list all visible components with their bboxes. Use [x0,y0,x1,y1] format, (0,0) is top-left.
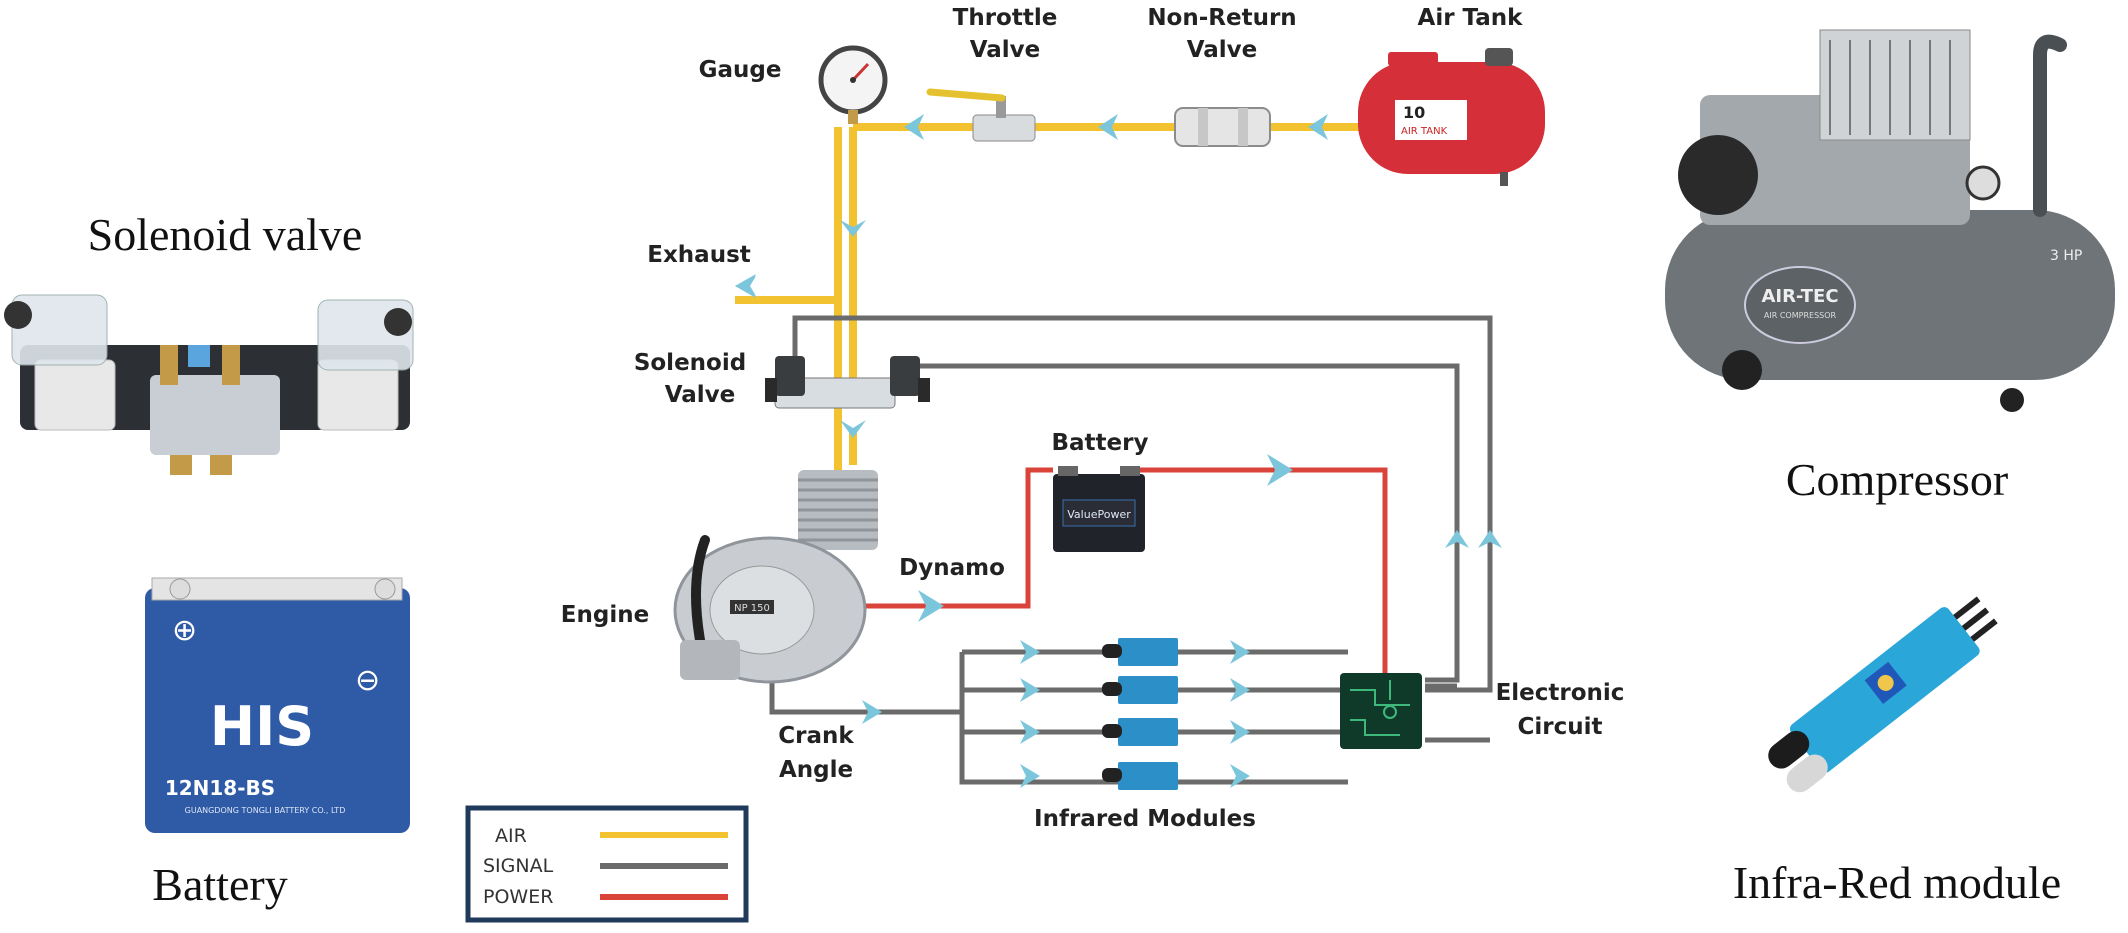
ir-module-photo [1768,596,1998,793]
battery-brand: HIS [210,695,314,758]
legend: AIR SIGNAL POWER [465,805,749,923]
air-tank-label: Air Tank [1418,5,1524,31]
compressor-sub: AIR COMPRESSOR [1764,311,1837,320]
engine-badge: NP 150 [734,603,770,614]
diag-battery-brand: ValuePower [1067,508,1131,521]
solenoid-valve-diagram [765,356,930,409]
exhaust-label: Exhaust [647,242,751,268]
svg-text:⊕: ⊕ [172,613,197,648]
engine: NP 150 [673,470,878,684]
compressor-brand: AIR-TEC [1761,286,1838,307]
non-return-valve-label-line2: Valve [1187,37,1258,63]
dynamo-label: Dynamo [899,555,1005,581]
compressor-size: 3 HP [2050,248,2082,264]
solenoid-photo-label: Solenoid valve [88,209,363,260]
electronic-circuit-label-line2: Circuit [1518,714,1603,740]
solenoid-valve-label-line2: Valve [665,382,736,408]
ir-module [1102,676,1178,704]
battery-diagram-label: Battery [1052,430,1149,456]
solenoid-valve-photo [4,294,414,475]
legend-item-signal: SIGNAL [483,855,728,877]
compressor-photo: AIR-TEC AIR COMPRESSOR 3 HP [1665,29,2115,412]
crank-angle-label-line1: Crank [778,723,854,749]
legend-item-air: AIR [495,825,728,847]
air-tank: 10 AIR TANK [1358,48,1545,186]
dynamo-power-arrow [918,590,944,622]
electronic-circuit [1340,673,1422,749]
air-tank-model: 10 [1403,103,1425,122]
throttle-valve-label-line2: Valve [970,37,1041,63]
non-return-valve-label-line1: Non-Return [1147,5,1296,31]
gauge-label: Gauge [699,57,782,83]
exhaust-arrow [735,274,756,298]
air-lines [735,123,1360,470]
pressure-gauge [818,45,888,124]
battery-maker: GUANGDONG TONGLI BATTERY CO., LTD [185,806,346,815]
legend-item-power: POWER [483,886,728,908]
throttle-valve-label-line1: Throttle [953,5,1058,31]
legend-label-power: POWER [483,886,553,908]
air-tank-name: AIR TANK [1401,126,1448,137]
battery-model: 12N18-BS [165,776,275,800]
electronic-circuit-label-line1: Electronic [1496,680,1625,706]
battery-power-arrow [1267,454,1293,486]
legend-label-air: AIR [495,825,527,847]
legend-label-signal: SIGNAL [483,855,554,877]
engine-label: Engine [561,602,649,628]
ir-module [1102,718,1178,746]
crank-angle-label-line2: Angle [779,757,853,783]
battery-photo-label: Battery [152,859,287,910]
battery-diagram: ValuePower [1053,466,1145,552]
non-return-valve [1174,107,1271,147]
ir-module [1102,638,1178,666]
svg-text:⊖: ⊖ [355,663,380,698]
throttle-valve [926,88,1036,142]
signal-arrows [862,530,1502,788]
compressor-photo-label: Compressor [1786,454,2008,505]
infrared-modules [1102,638,1178,790]
ir-photo-label: Infra-Red module [1733,857,2061,908]
ir-module [1102,762,1178,790]
battery-photo: ⊕ ⊖ HIS 12N18-BS GUANGDONG TONGLI BATTER… [145,577,410,833]
infrared-modules-label: Infrared Modules [1034,806,1256,832]
solenoid-valve-label-line1: Solenoid [634,350,746,376]
